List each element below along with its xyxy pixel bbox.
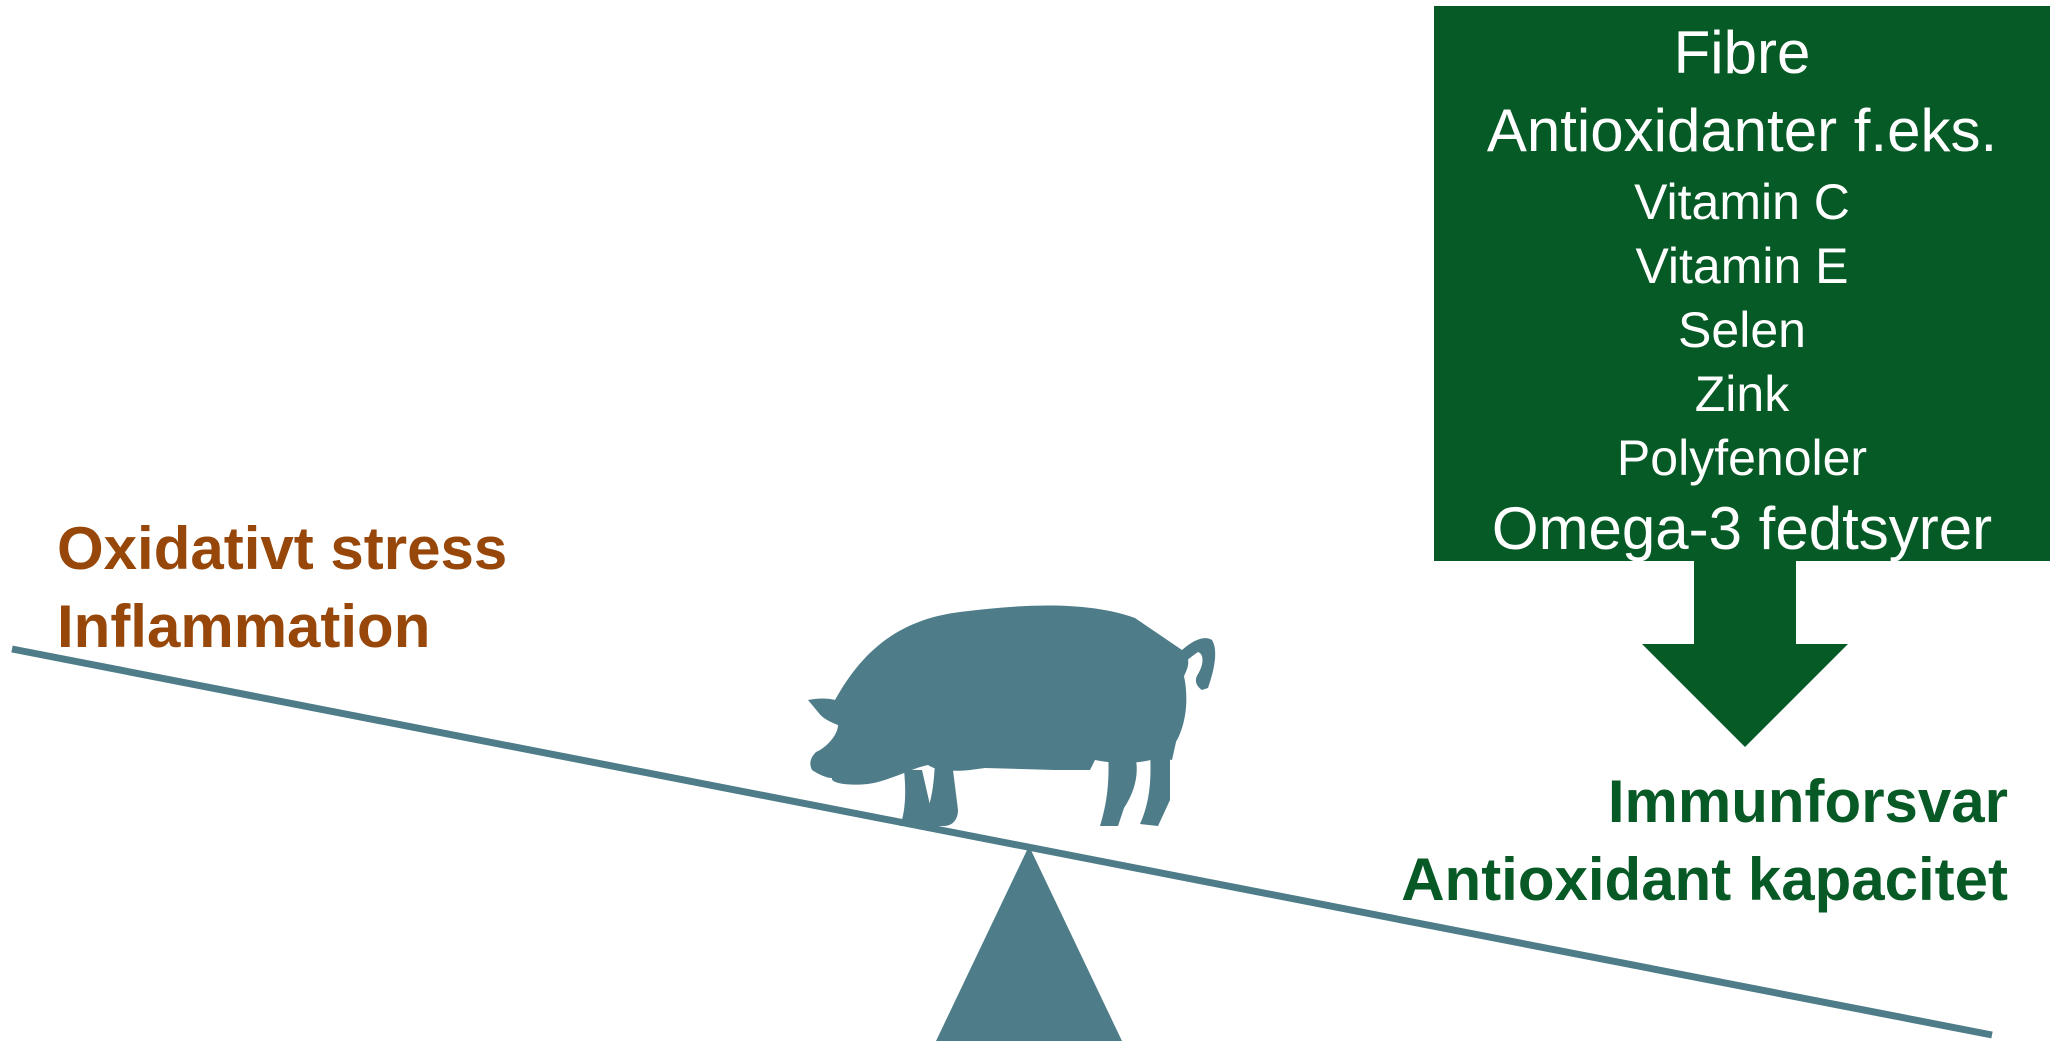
right-label-immunforsvar: Immunforsvar bbox=[1401, 763, 2008, 841]
box-line-antioxidanter: Antioxidanter f.eks. bbox=[1434, 92, 2050, 170]
left-label-oxidativt-stress: Oxidativt stress bbox=[57, 510, 507, 588]
box-line-zink: Zink bbox=[1434, 362, 2050, 426]
triangle-fulcrum-icon bbox=[936, 846, 1122, 1041]
box-line-fibre: Fibre bbox=[1434, 14, 2050, 92]
right-label-antioxidant-kapacitet: Antioxidant kapacitet bbox=[1401, 841, 2008, 919]
nutrient-list-box: Fibre Antioxidanter f.eks. Vitamin C Vit… bbox=[1434, 6, 2050, 561]
box-line-selen: Selen bbox=[1434, 298, 2050, 362]
box-line-vitamin-c: Vitamin C bbox=[1434, 170, 2050, 234]
box-line-vitamin-e: Vitamin E bbox=[1434, 234, 2050, 298]
right-side-label: Immunforsvar Antioxidant kapacitet bbox=[1401, 763, 2008, 919]
box-line-polyfenoler: Polyfenoler bbox=[1434, 426, 2050, 490]
left-side-label: Oxidativt stress Inflammation bbox=[57, 510, 507, 666]
box-line-omega3: Omega-3 fedtsyrer bbox=[1434, 490, 2050, 568]
pig-silhouette-icon bbox=[808, 606, 1215, 826]
left-label-inflammation: Inflammation bbox=[57, 588, 507, 666]
down-arrow-icon bbox=[1642, 561, 1848, 747]
